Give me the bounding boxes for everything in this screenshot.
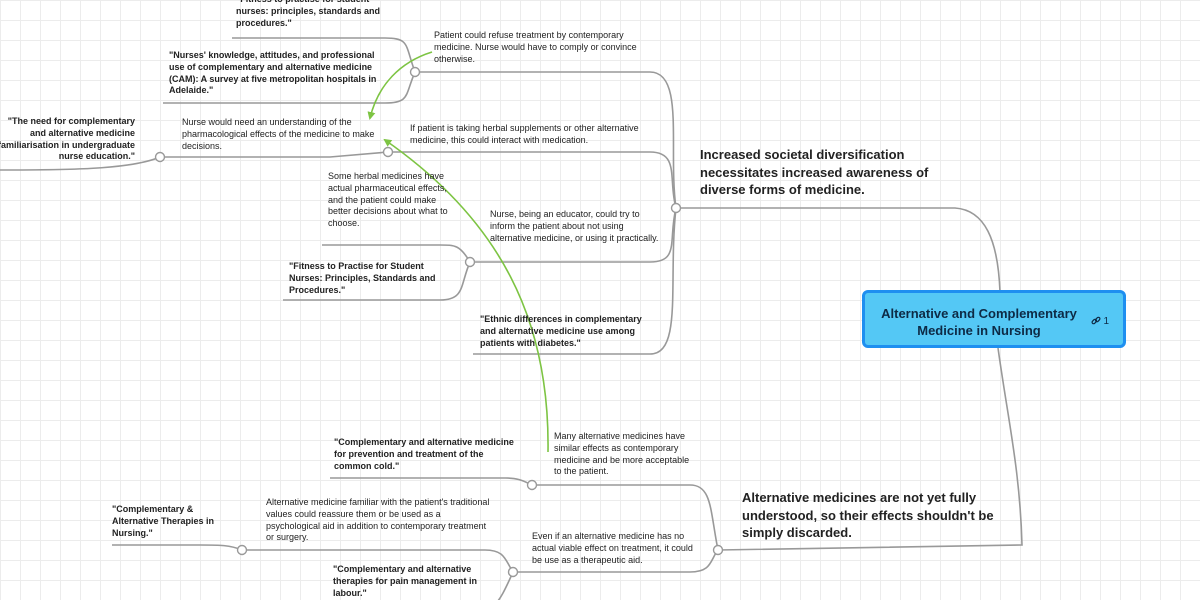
branch-not-understood[interactable]: Alternative medicines are not yet fully … <box>742 490 994 540</box>
reference-knowledge[interactable]: "Nurses' knowledge, attitudes, and profe… <box>169 50 377 96</box>
reference-therapies[interactable]: "Complementary & Alternative Therapies i… <box>112 504 215 538</box>
connector-refuse <box>415 71 677 209</box>
central-topic-title: Alternative and Complementary Medicine i… <box>881 306 1077 338</box>
connector-ref-need <box>0 156 161 171</box>
reference-cold[interactable]: "Complementary and alternative medicine … <box>334 437 514 471</box>
relationship-arrow-many-alt <box>383 138 549 453</box>
connector-ref-therapies <box>112 544 243 551</box>
connector-central-not-understood <box>717 347 1023 551</box>
reference-fitness-upper[interactable]: "Fitness to Practise for Student Nurses:… <box>289 261 436 295</box>
connector-ethnic <box>473 207 677 355</box>
relationship-arrow-refuse <box>367 51 433 120</box>
central-topic[interactable]: Alternative and Complementary Medicine i… <box>862 290 1126 348</box>
reference-pain[interactable]: "Complementary and alternative therapies… <box>333 564 478 598</box>
connector-many-alt <box>532 484 719 551</box>
connector-educator <box>470 207 677 263</box>
topic-refuse[interactable]: Patient could refuse treatment by contem… <box>434 30 637 64</box>
reference-need[interactable]: "The need for complementary and alternat… <box>0 116 135 162</box>
reference-fitness-lower[interactable]: "Fitness to practise for student nurses:… <box>236 0 381 28</box>
connector-ref-fitness-lower <box>232 37 416 73</box>
topic-many-alt[interactable]: Many alternative medicines have similar … <box>554 431 690 477</box>
topic-herbal[interactable]: If patient is taking herbal supplements … <box>410 123 639 145</box>
connector-pharmacological <box>160 151 389 158</box>
connector-central-societal <box>676 207 1001 293</box>
topic-even-if[interactable]: Even if an alternative medicine has no a… <box>532 531 693 565</box>
topic-familiar[interactable]: Alternative medicine familiar with the p… <box>266 497 490 543</box>
topic-pharmacological[interactable]: Nurse would need an understanding of the… <box>182 117 375 151</box>
connector-herbal <box>388 151 677 209</box>
branch-societal[interactable]: Increased societal diversification neces… <box>700 147 929 197</box>
connector-ref-fitness-upper <box>283 261 471 301</box>
link-count: 1 <box>1103 316 1109 327</box>
topic-some-herbal[interactable]: Some herbal medicines have actual pharma… <box>328 171 448 229</box>
topic-educator[interactable]: Nurse, being an educator, could try to i… <box>490 209 659 243</box>
reference-ethnic[interactable]: "Ethnic differences in complementary and… <box>480 314 642 348</box>
link-icon <box>1091 317 1101 325</box>
connector-some-herbal <box>322 244 471 263</box>
topic-link-badge[interactable]: 1 <box>1091 313 1109 330</box>
connector-ref-knowledge <box>163 71 416 104</box>
connector-ref-cold <box>330 477 533 486</box>
